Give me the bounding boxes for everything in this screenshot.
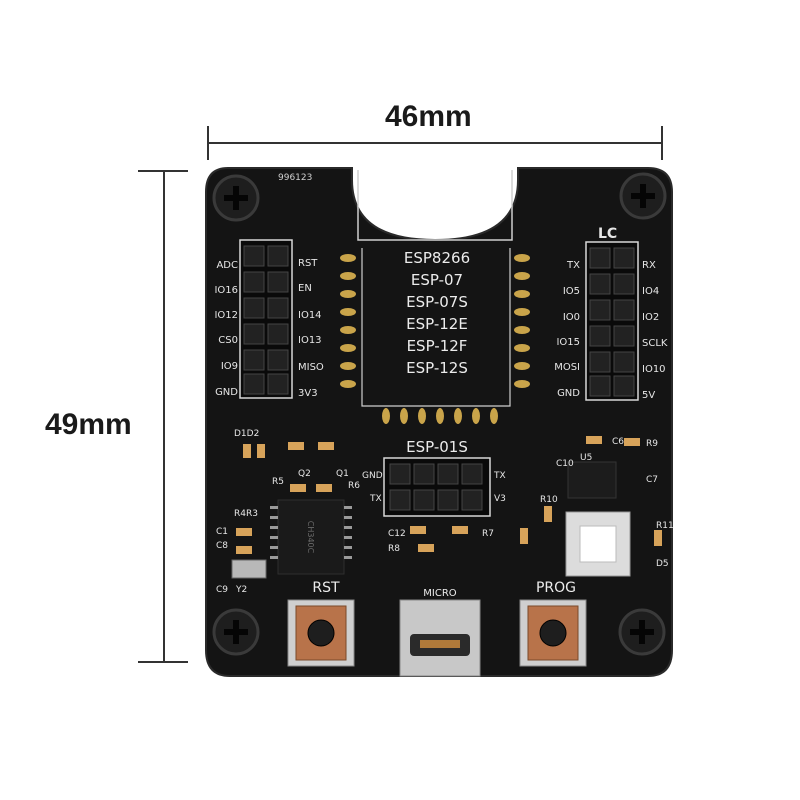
comp-label: Q2 bbox=[298, 469, 311, 479]
esp01s-label: ESP-01S bbox=[406, 438, 468, 456]
comp-label: R8 bbox=[388, 544, 400, 554]
screw-icon-top-right bbox=[619, 172, 667, 220]
pin-label-right-inner: IO5 bbox=[563, 286, 580, 297]
pin-label-left-outer: GND bbox=[215, 387, 238, 398]
pin-label-right-inner: IO0 bbox=[563, 312, 580, 323]
comp-label: C7 bbox=[646, 475, 658, 485]
module-name: ESP8266 bbox=[404, 249, 470, 267]
comp-label: R11 bbox=[656, 521, 674, 531]
width-dimension-tick-right bbox=[661, 126, 663, 160]
pin-label-left-outer: IO16 bbox=[214, 285, 238, 296]
pin-label-right-outer: IO10 bbox=[642, 364, 666, 375]
screw-icon-top-left bbox=[212, 174, 260, 222]
comp-label: C12 bbox=[388, 529, 406, 539]
comp-label: D1D2 bbox=[234, 429, 259, 439]
height-dimension-tick-top bbox=[138, 170, 188, 172]
right-header-pins bbox=[589, 247, 635, 397]
regulator-u5 bbox=[567, 461, 617, 499]
comp-label: R10 bbox=[540, 495, 558, 505]
comp-label: R4R3 bbox=[234, 509, 258, 519]
esp01s-pin-tx-right: TX bbox=[493, 471, 506, 481]
usb-label: MICRO bbox=[423, 588, 457, 599]
pin-label-left-inner: IO13 bbox=[298, 335, 322, 346]
pin-label-right-inner: IO15 bbox=[556, 337, 580, 348]
rst-button-cap bbox=[307, 619, 335, 647]
comp-label: R7 bbox=[482, 529, 494, 539]
usb-serial-chip bbox=[277, 499, 345, 575]
pin-label-right-outer: IO2 bbox=[642, 312, 659, 323]
esp01s-pin-gnd: GND bbox=[362, 471, 383, 481]
comp-label: C9 bbox=[216, 585, 228, 595]
comp-label: D5 bbox=[656, 559, 669, 569]
module-socket-pins-left bbox=[340, 254, 356, 388]
comp-label: R5 bbox=[272, 477, 284, 487]
comp-label: Y2 bbox=[235, 585, 247, 595]
pin-label-left-outer: IO9 bbox=[221, 361, 238, 372]
module-outline bbox=[361, 248, 511, 407]
pin-label-right-inner: TX bbox=[566, 260, 580, 271]
width-dimension-label: 46mm bbox=[385, 100, 472, 133]
screw-icon-bottom-left bbox=[212, 608, 260, 656]
prog-label: PROG bbox=[536, 580, 576, 596]
notch-outline bbox=[357, 170, 513, 241]
chip-marking: CH340C bbox=[306, 521, 315, 554]
comp-label: C10 bbox=[556, 459, 574, 469]
height-dimension-tick-bottom bbox=[138, 661, 188, 663]
crystal-y2 bbox=[231, 559, 267, 579]
comp-label: U5 bbox=[580, 453, 592, 463]
prog-button-cap bbox=[539, 619, 567, 647]
module-name: ESP-12S bbox=[406, 359, 468, 377]
comp-label: C6 bbox=[612, 437, 624, 447]
pin-label-left-inner: EN bbox=[298, 283, 312, 294]
pin-label-left-inner: MISO bbox=[298, 362, 324, 373]
height-dimension-label: 49mm bbox=[45, 408, 132, 441]
rst-label: RST bbox=[312, 580, 340, 596]
width-dimension-line bbox=[208, 142, 662, 144]
module-socket-pins-bottom bbox=[382, 408, 498, 424]
comp-label: R6 bbox=[348, 481, 360, 491]
comp-label: R9 bbox=[646, 439, 658, 449]
pin-label-left-outer: ADC bbox=[216, 260, 238, 271]
screw-icon-bottom-right bbox=[618, 608, 666, 656]
width-dimension-tick-left bbox=[207, 126, 209, 160]
left-header-pins bbox=[243, 245, 289, 395]
pin-label-right-outer: 5V bbox=[642, 390, 655, 401]
esp01s-pin-v3: V3 bbox=[494, 494, 506, 504]
board-serial: 996123 bbox=[278, 173, 312, 183]
pin-label-right-inner: GND bbox=[557, 388, 580, 399]
pin-label-right-outer: RX bbox=[642, 260, 656, 271]
pin-label-right-outer: SCLK bbox=[642, 338, 668, 349]
board-logo: LC bbox=[598, 226, 617, 242]
pin-label-right-inner: MOSI bbox=[554, 362, 580, 373]
pin-label-left-inner: IO14 bbox=[298, 310, 322, 321]
pin-label-left-outer: IO12 bbox=[214, 310, 238, 321]
module-name: ESP-07S bbox=[406, 293, 468, 311]
pin-label-right-outer: IO4 bbox=[642, 286, 659, 297]
module-name: ESP-12F bbox=[407, 337, 468, 355]
comp-label: Q1 bbox=[336, 469, 349, 479]
height-dimension-line bbox=[163, 170, 165, 662]
esp01s-pin-tx-left: TX bbox=[369, 494, 382, 504]
pin-label-left-outer: CS0 bbox=[218, 335, 238, 346]
comp-label: C8 bbox=[216, 541, 228, 551]
pin-label-left-inner: RST bbox=[298, 258, 318, 269]
module-name: ESP-12E bbox=[406, 315, 468, 333]
module-socket-pins-right bbox=[514, 254, 530, 388]
pin-label-left-inner: 3V3 bbox=[298, 388, 318, 399]
comp-label: C1 bbox=[216, 527, 228, 537]
module-name: ESP-07 bbox=[411, 271, 463, 289]
